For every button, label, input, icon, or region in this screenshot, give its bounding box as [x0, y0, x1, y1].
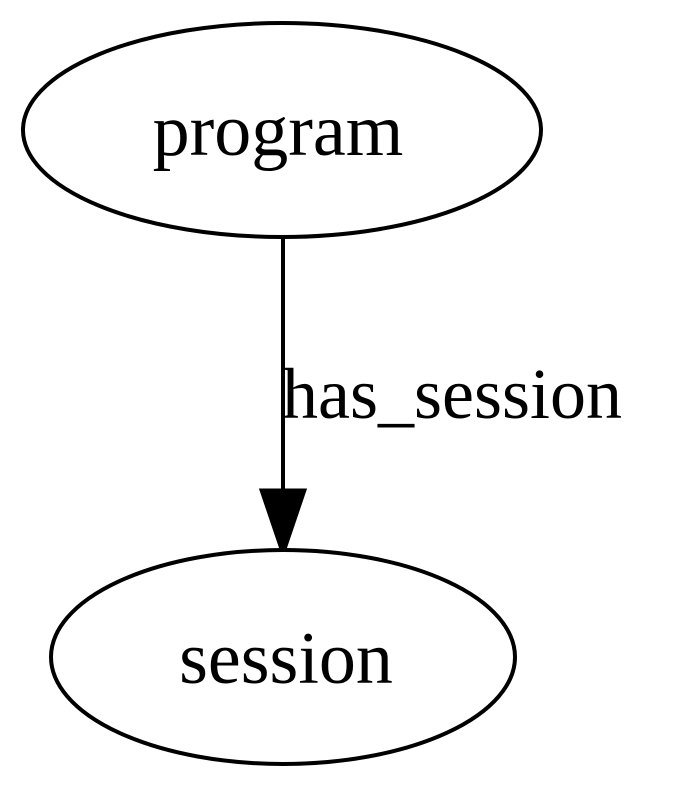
node-session-shape: [49, 548, 517, 766]
node-session-label: session: [179, 618, 393, 700]
node-session: session: [49, 548, 517, 766]
node-program-shape: [21, 21, 543, 239]
edge-program-to-session: has_session: [258, 238, 622, 560]
node-program: program: [21, 21, 543, 239]
edge-arrowhead: [258, 488, 308, 560]
edge-label: has_session: [282, 354, 622, 434]
node-program-label: program: [153, 90, 404, 172]
